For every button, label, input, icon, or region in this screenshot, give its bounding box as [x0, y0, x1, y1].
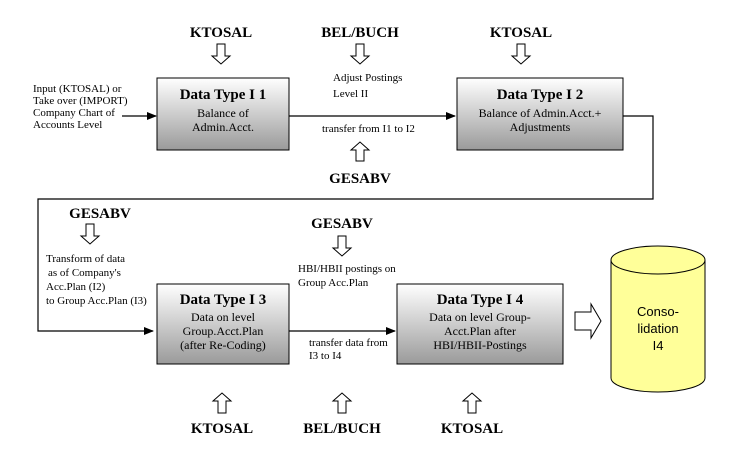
- box-i4-title: Data Type I 4: [437, 292, 524, 308]
- hollow-down-arrow-icon: [331, 235, 353, 257]
- hollow-down-arrow-icon: [79, 223, 101, 245]
- label-ktosal-bottom-1: KTOSAL: [191, 421, 253, 437]
- connector-i2-to-i3: [37, 115, 654, 335]
- label-ktosal-bottom-2: KTOSAL: [441, 421, 503, 437]
- box-i2-line: Adjustments: [510, 120, 571, 134]
- label-bel-buch-bottom: BEL/BUCH: [303, 421, 381, 437]
- hollow-up-arrow-icon: [331, 392, 353, 414]
- label-ktosal-top-1: KTOSAL: [190, 25, 252, 41]
- box-i4-line: Acct.Plan after: [444, 324, 516, 338]
- hollow-down-arrow-icon: [349, 43, 371, 65]
- hollow-down-arrow-icon: [210, 43, 232, 65]
- box-i3-line: Group.Acct.Plan: [183, 324, 264, 338]
- label-gesabv-2: GESABV: [69, 206, 131, 222]
- label-gesabv-1: GESABV: [329, 171, 391, 187]
- hollow-up-arrow-icon: [461, 392, 483, 414]
- cylinder-line: Conso-: [637, 304, 679, 319]
- transfer-i3-i4-text: transfer data from I3 to I4: [309, 337, 391, 362]
- box-i3-title: Data Type I 3: [180, 292, 267, 308]
- transform-text: Transform of data as of Company's Acc.Pl…: [46, 253, 147, 307]
- label-ktosal-top-2: KTOSAL: [490, 25, 552, 41]
- box-data-type-i2: Data Type I 2 Balance of Admin.Acct.+ Ad…: [456, 77, 624, 151]
- input-text: Input (KTOSAL) or Take over (IMPORT) Com…: [33, 83, 130, 131]
- box-i2-title: Data Type I 2: [497, 87, 584, 103]
- box-i3-line: Data on level: [191, 310, 256, 324]
- transfer-i1-i2-text: transfer from I1 to I2: [322, 123, 415, 135]
- box-i4-line: HBI/HBII-Postings: [433, 338, 527, 352]
- consolidation-cylinder: Conso- lidation I4: [610, 245, 706, 393]
- box-i2-line: Balance of Admin.Acct.+: [479, 106, 602, 120]
- cylinder-line: I4: [653, 338, 664, 353]
- hbi-postings-text: HBI/HBII postings on Group Acc.Plan: [298, 263, 399, 289]
- cylinder-line: lidation: [637, 321, 678, 336]
- hollow-up-arrow-icon: [349, 141, 371, 162]
- box-data-type-i3: Data Type I 3 Data on level Group.Acct.P…: [156, 283, 290, 365]
- box-i1-title: Data Type I 1: [180, 87, 267, 103]
- box-i1-line: Balance of: [197, 106, 249, 120]
- hollow-down-arrow-icon: [510, 43, 532, 65]
- label-bel-buch-top: BEL/BUCH: [321, 25, 399, 41]
- box-i3-line: (after Re-Coding): [180, 338, 266, 352]
- box-data-type-i1: Data Type I 1 Balance of Admin.Acct.: [156, 77, 290, 151]
- box-i4-line: Data on level Group-: [429, 310, 531, 324]
- box-data-type-i4: Data Type I 4 Data on level Group- Acct.…: [396, 283, 564, 365]
- adjust-postings-text: Adjust Postings Level II: [333, 72, 405, 100]
- box-i1-line: Admin.Acct.: [192, 120, 254, 134]
- hollow-right-arrow-icon: [574, 302, 602, 340]
- label-gesabv-3: GESABV: [311, 216, 373, 232]
- hollow-up-arrow-icon: [211, 392, 233, 414]
